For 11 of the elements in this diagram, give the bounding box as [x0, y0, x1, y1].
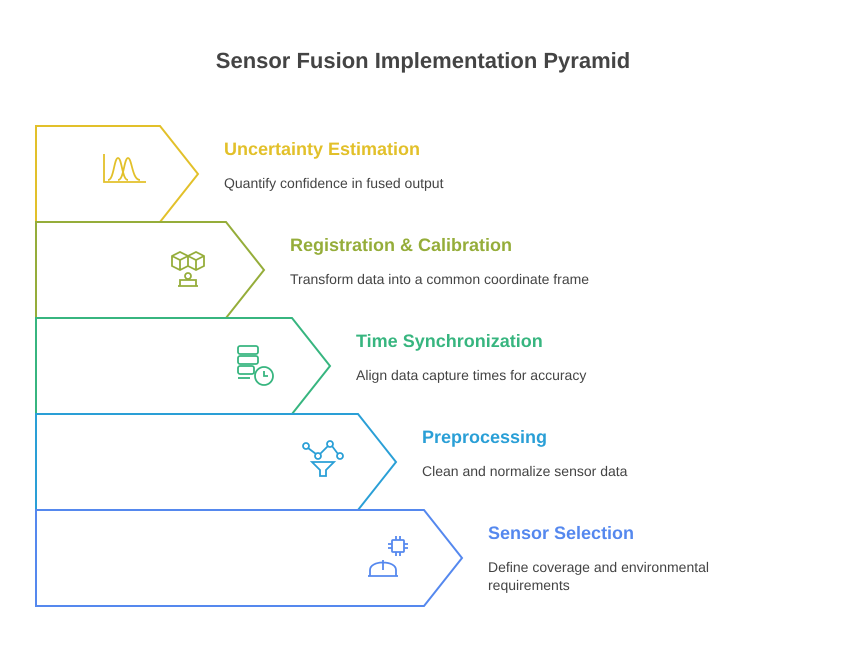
step-heading: Time Synchronization: [356, 331, 543, 352]
step-heading: Registration & Calibration: [290, 235, 512, 256]
step-heading: Preprocessing: [422, 427, 548, 448]
step-description: Define coverage and environmental requirements: [488, 558, 710, 594]
step-description: Quantify confidence in fused output: [224, 174, 444, 192]
step-description: Transform data into a common coordinate frame: [290, 270, 590, 288]
step-description: Align data capture times for accuracy: [356, 366, 588, 384]
diagram-title: Sensor Fusion Implementation Pyramid: [214, 48, 632, 74]
step-description: Clean and normalize sensor data: [422, 462, 628, 480]
step-heading: Uncertainty Estimation: [224, 139, 420, 160]
step-heading: Sensor Selection: [488, 523, 634, 544]
